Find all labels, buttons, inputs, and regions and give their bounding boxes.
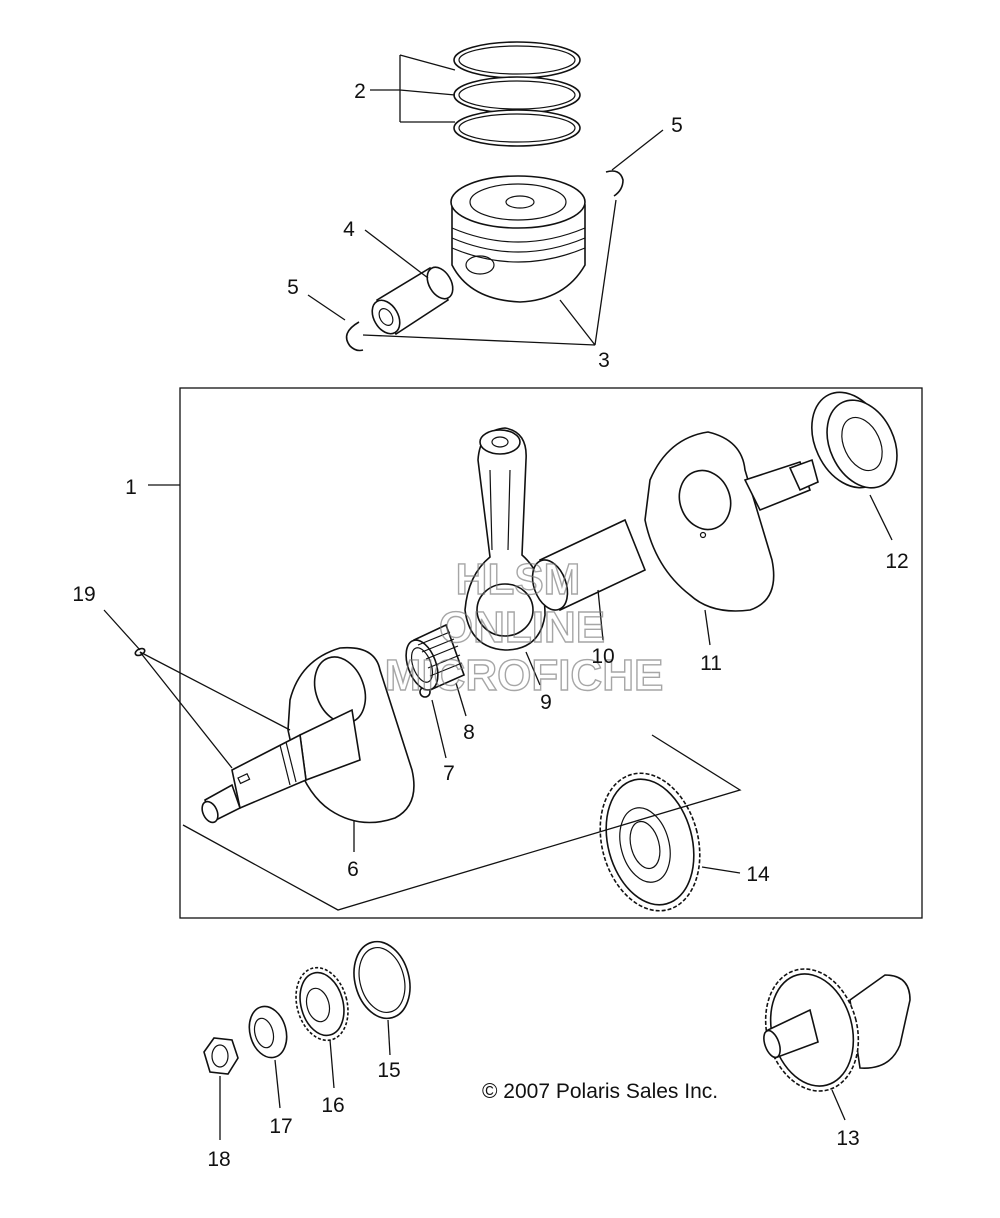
- crankshaft-right-half: [644, 431, 819, 612]
- crankshaft-left-half: [201, 646, 415, 824]
- balance-shaft: [763, 968, 911, 1092]
- piston-rings: [453, 41, 581, 147]
- watermark-line-3: MICROFICHE: [385, 651, 664, 700]
- nut: [203, 1037, 239, 1075]
- watermark-line-1: HLSM: [456, 555, 581, 604]
- callout-19: 19: [72, 583, 95, 606]
- crankshaft-gear: [599, 772, 701, 912]
- crank-pin: [531, 518, 647, 612]
- callout-5-right: 5: [671, 114, 683, 137]
- callout-4: 4: [343, 218, 355, 241]
- main-bearing: [811, 391, 898, 489]
- callout-9: 9: [540, 691, 552, 714]
- callout-8: 8: [463, 721, 475, 744]
- callout-10: 10: [591, 645, 614, 668]
- callout-1: 1: [125, 476, 137, 499]
- callout-16: 16: [321, 1094, 344, 1117]
- callout-14: 14: [746, 863, 770, 886]
- piston: [450, 175, 586, 303]
- assembly-frame: [179, 387, 923, 919]
- callout-11: 11: [700, 652, 722, 675]
- copyright-notice: © 2007 Polaris Sales Inc.: [482, 1080, 718, 1103]
- callout-15: 15: [377, 1059, 400, 1082]
- piston-pin: [371, 266, 454, 336]
- needle-bearing: [405, 623, 466, 692]
- watermark-line-2: ONLINE: [439, 603, 605, 652]
- leader-lines: [103, 54, 893, 1140]
- circlip-left: [345, 321, 364, 352]
- lock-washer: [248, 1005, 288, 1059]
- callout-7: 7: [443, 762, 455, 785]
- drive-gear: [295, 966, 349, 1042]
- circlip-right: [605, 170, 624, 197]
- callout-13: 13: [836, 1127, 859, 1150]
- callout-18: 18: [207, 1148, 230, 1171]
- callout-2: 2: [354, 80, 366, 103]
- washer: [353, 940, 411, 1020]
- callout-6: 6: [347, 858, 359, 881]
- callout-12: 12: [885, 550, 908, 573]
- callout-17: 17: [269, 1115, 292, 1138]
- callout-5-left: 5: [287, 276, 299, 299]
- callout-3: 3: [598, 349, 610, 372]
- connecting-rod: [464, 427, 546, 651]
